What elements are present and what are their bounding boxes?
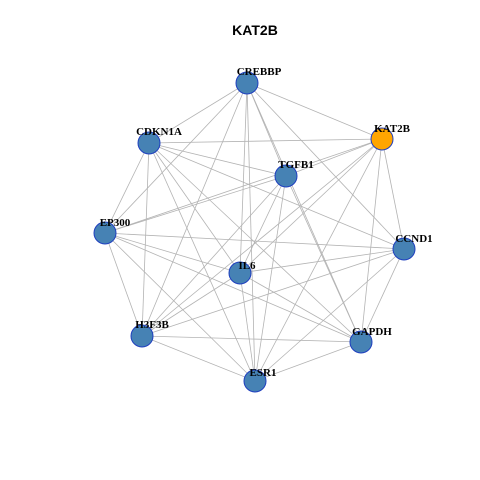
edge-cdkn1a-ep300 [104, 142, 150, 234]
edge-crebbp-tgfb1 [246, 82, 287, 177]
edge-crebbp-cdkn1a [148, 82, 248, 144]
edge-kat2b-gapdh [360, 138, 383, 343]
edge-cdkn1a-h3f3b [141, 142, 150, 337]
edge-kat2b-ep300 [104, 138, 383, 234]
node-ccnd1[interactable] [392, 237, 416, 261]
node-cdkn1a[interactable] [137, 131, 161, 155]
node-ep300[interactable] [93, 221, 117, 245]
edge-kat2b-h3f3b [141, 138, 383, 337]
edge-ep300-ccnd1 [104, 232, 405, 250]
edge-ep300-gapdh [104, 232, 362, 343]
edge-crebbp-esr1 [246, 82, 256, 382]
node-esr1[interactable] [243, 369, 267, 393]
node-label-cdkn1a: CDKN1A [136, 126, 182, 138]
edge-il6-esr1 [239, 272, 256, 382]
edge-kat2b-cdkn1a [148, 138, 383, 144]
edge-tgfb1-h3f3b [141, 175, 287, 337]
edge-tgfb1-ep300 [104, 175, 287, 234]
node-kat2b[interactable] [370, 127, 394, 151]
edge-ccnd1-h3f3b [141, 248, 405, 337]
nodes-layer [93, 71, 416, 393]
edge-gapdh-esr1 [254, 341, 362, 382]
graph-title: KAT2B [232, 22, 278, 38]
labels-layer: CREBBP KAT2B CDKN1A TGFB1EP300CCND1IL6H3F3B… [100, 66, 433, 379]
node-h3f3b[interactable] [130, 324, 154, 348]
edges-layer [104, 82, 405, 382]
edge-kat2b-tgfb1 [285, 138, 383, 177]
edge-tgfb1-esr1 [254, 175, 287, 382]
edge-cdkn1a-tgfb1 [148, 142, 287, 177]
node-label-esr1: ESR1 [250, 367, 277, 379]
edge-crebbp-ep300 [104, 82, 248, 234]
edge-il6-gapdh [239, 272, 362, 343]
node-il6[interactable] [228, 261, 252, 285]
node-label-ccnd1: CCND1 [395, 233, 432, 245]
edge-ep300-h3f3b [104, 232, 143, 337]
edge-il6-h3f3b [141, 272, 241, 337]
node-label-gapdh: GAPDH [352, 326, 392, 338]
edge-crebbp-kat2b [246, 82, 383, 140]
node-label-il6: IL6 [238, 260, 256, 272]
node-crebbp[interactable] [235, 71, 259, 95]
edge-crebbp-h3f3b [141, 82, 248, 337]
node-label-crebbp: CREBBP [237, 66, 282, 78]
edge-h3f3b-esr1 [141, 335, 256, 382]
edge-crebbp-ccnd1 [246, 82, 405, 250]
edge-ep300-il6 [104, 232, 241, 274]
node-label-h3f3b: H3F3B [135, 319, 169, 331]
node-tgfb1[interactable] [274, 164, 298, 188]
edge-ccnd1-esr1 [254, 248, 405, 382]
node-label-kat2b: KAT2B [374, 123, 411, 135]
edge-cdkn1a-gapdh [148, 142, 362, 343]
node-label-ep300: EP300 [100, 217, 131, 229]
edge-ccnd1-gapdh [360, 248, 405, 343]
edge-ccnd1-il6 [239, 248, 405, 274]
edge-ep300-esr1 [104, 232, 256, 382]
edge-tgfb1-il6 [239, 175, 287, 274]
node-label-tgfb1: TGFB1 [278, 159, 313, 171]
edge-h3f3b-gapdh [141, 335, 362, 343]
edge-tgfb1-gapdh [285, 175, 362, 343]
edge-kat2b-esr1 [254, 138, 383, 382]
edge-crebbp-il6 [239, 82, 248, 274]
edge-cdkn1a-il6 [148, 142, 241, 274]
edge-kat2b-ccnd1 [381, 138, 405, 250]
node-gapdh[interactable] [349, 330, 373, 354]
